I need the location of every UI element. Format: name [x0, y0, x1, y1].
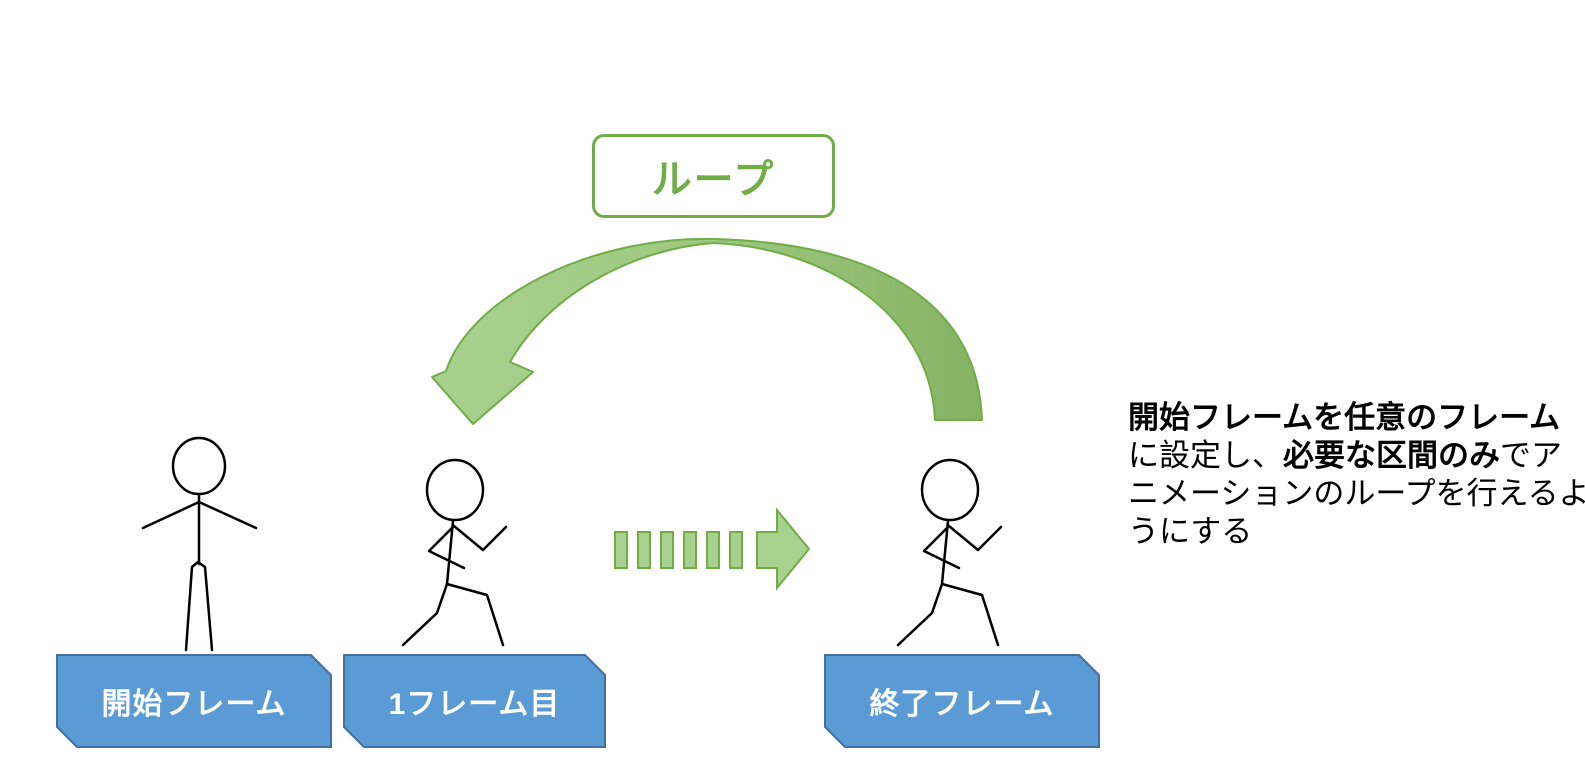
frame-label-end: 終了フレーム — [825, 655, 1099, 747]
stripe-bar — [637, 531, 651, 569]
stick-figure-running-first — [401, 458, 508, 647]
arrowhead — [756, 507, 811, 591]
annotation-seg1: 開始フレームを任意のフレーム — [1128, 400, 1561, 435]
stripe-bar — [614, 531, 628, 569]
loop-badge: ループ — [592, 134, 835, 218]
striped-right-arrow-icon — [614, 507, 811, 591]
annotation-seg4: でアニメーションのループを行えるようにする — [1128, 438, 1585, 549]
frame-label-end-text: 終了フレーム — [869, 688, 1055, 721]
loop-curved-arrow — [431, 237, 983, 425]
stripe-bar — [706, 531, 720, 569]
annotation-seg3: 必要な区間のみ — [1283, 438, 1500, 473]
frame-box-first — [343, 654, 606, 748]
annotation-text: 開始フレームを任意のフレームに設定し、必要な区間のみでアニメーションのループを行… — [1128, 399, 1585, 551]
frame-label-start: 開始フレーム — [57, 655, 331, 747]
frame-label-first: 1フレーム目 — [344, 655, 605, 747]
stick-figure-running-end — [896, 458, 1003, 647]
frame-label-start-text: 開始フレーム — [101, 688, 287, 721]
figure-arms — [141, 500, 258, 530]
frame-label-first-text: 1フレーム目 — [388, 688, 561, 721]
figure-legs — [184, 560, 214, 652]
stripe-bar — [660, 531, 674, 569]
stripe-bar — [729, 531, 743, 569]
figure-head — [171, 436, 227, 496]
frame-box-start — [56, 654, 332, 748]
frame-box-end — [824, 654, 1100, 748]
stick-figure-standing — [141, 436, 258, 652]
loop-badge-label: ループ — [651, 158, 776, 202]
loop-curved-arrow-shape — [431, 237, 983, 425]
stripe-bar — [683, 531, 697, 569]
annotation-seg2: に設定し、 — [1128, 438, 1283, 473]
